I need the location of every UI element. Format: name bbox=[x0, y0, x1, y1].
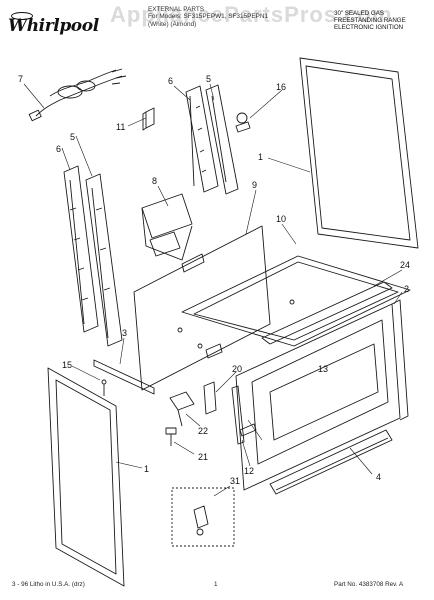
callout-11: 11 bbox=[116, 122, 125, 132]
product-description: 30" SEALED GAS FREESTANDING RANGE ELECTR… bbox=[334, 10, 406, 32]
part-bracket-12 bbox=[231, 385, 257, 445]
callout-22: 22 bbox=[198, 426, 208, 436]
part-wire-harness bbox=[28, 68, 127, 122]
callout-labels: 7 6 5 16 11 1 5 6 8 9 10 24 2 3 13 15 20… bbox=[18, 74, 410, 486]
part-oven-door bbox=[47, 367, 125, 587]
part-back-panel bbox=[299, 57, 419, 249]
part-side-panel-9 bbox=[133, 225, 271, 391]
callout-15: 15 bbox=[62, 360, 72, 370]
part-inset-31 bbox=[171, 487, 235, 547]
part-bracket-11 bbox=[142, 107, 155, 131]
leader-lines bbox=[23, 83, 403, 497]
title-line-2: For Models: SF315PEPW1, SF315PEPN1 bbox=[148, 13, 269, 21]
title-line-1: EXTERNAL PARTS bbox=[148, 6, 204, 13]
brand-logo-ring bbox=[11, 12, 33, 20]
callout-1-top: 1 bbox=[258, 152, 263, 162]
part-side-panel-upper bbox=[185, 84, 239, 195]
description-line-3: ELECTRONIC IGNITION bbox=[334, 24, 404, 32]
description-line-2: FREESTANDING RANGE bbox=[334, 17, 406, 25]
callout-13: 13 bbox=[318, 364, 328, 374]
part-burner-box bbox=[141, 193, 193, 261]
callout-31: 31 bbox=[230, 476, 240, 486]
part-side-panel-lower bbox=[63, 165, 123, 347]
diagram-title: EXTERNAL PARTS For Models: SF315PEPW1, S… bbox=[148, 6, 268, 28]
part-bottom-rail-3 bbox=[93, 359, 155, 395]
part-bracket-20 bbox=[203, 381, 217, 415]
callout-10: 10 bbox=[276, 214, 286, 224]
part-trim-strip bbox=[261, 281, 393, 345]
part-cooktop bbox=[181, 255, 411, 347]
callout-21: 21 bbox=[198, 452, 208, 462]
part-bracket-22 bbox=[169, 391, 195, 427]
footer-page-number: 1 bbox=[214, 581, 218, 588]
part-clip-16 bbox=[235, 112, 251, 133]
callout-1-bottom: 1 bbox=[144, 464, 149, 474]
callout-3: 3 bbox=[122, 328, 127, 338]
part-screw-15 bbox=[101, 379, 107, 396]
part-leveling-leg bbox=[165, 427, 177, 446]
title-line-3: (White) (Almond) bbox=[148, 20, 197, 28]
brand-logo: Whirlpool bbox=[8, 16, 99, 36]
callout-16: 16 bbox=[276, 82, 286, 92]
callout-4: 4 bbox=[376, 472, 381, 482]
callout-6-top: 6 bbox=[168, 76, 173, 86]
callout-5-left: 5 bbox=[70, 132, 75, 142]
callout-6-left: 6 bbox=[56, 144, 61, 154]
callout-2: 2 bbox=[404, 284, 409, 294]
callout-24: 24 bbox=[400, 260, 410, 270]
callout-5-top: 5 bbox=[206, 74, 211, 84]
footer-litho: 3 - 96 Litho in U.S.A. (drz) bbox=[12, 581, 85, 588]
watermark: AppliancePartsPros.com bbox=[110, 2, 393, 27]
part-door-frame bbox=[235, 299, 409, 491]
callout-7: 7 bbox=[18, 74, 23, 84]
callout-9: 9 bbox=[252, 180, 257, 190]
footer-part-number: Part No. 4383708 Rev. A bbox=[334, 581, 404, 588]
description-line-1: 30" SEALED GAS bbox=[334, 10, 385, 17]
callout-20: 20 bbox=[232, 364, 242, 374]
part-kick-plate bbox=[269, 429, 393, 495]
callout-12: 12 bbox=[244, 466, 254, 476]
callout-8: 8 bbox=[152, 176, 157, 186]
